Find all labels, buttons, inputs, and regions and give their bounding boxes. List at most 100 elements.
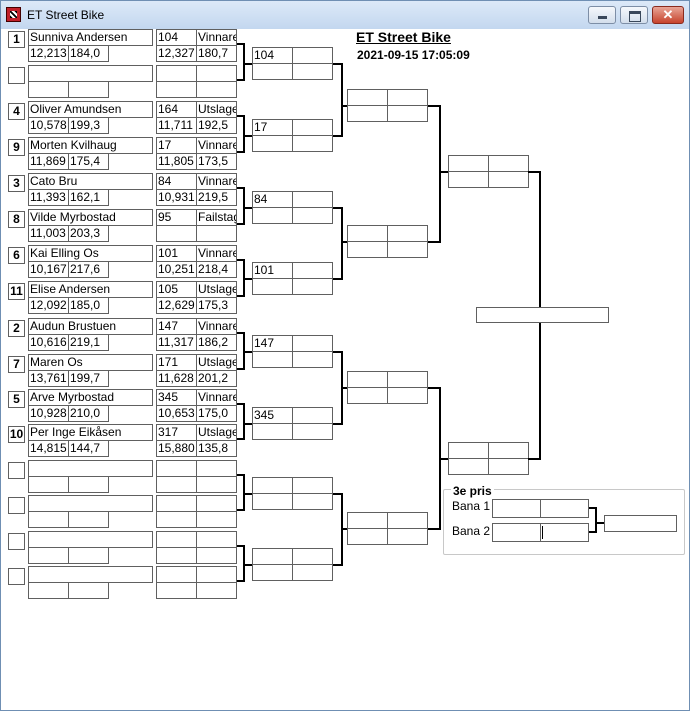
round2-field[interactable] <box>292 423 333 440</box>
rider-speed[interactable]: 210,0 <box>68 405 109 422</box>
rider-speed[interactable] <box>68 582 109 599</box>
rider-speed[interactable] <box>68 547 109 564</box>
run-status[interactable]: Vinnare <box>196 137 237 154</box>
run-speed[interactable]: 219,5 <box>196 189 237 206</box>
run-speed[interactable] <box>196 511 237 528</box>
rider-name[interactable] <box>28 566 153 583</box>
run-status[interactable]: Vinnare <box>196 173 237 190</box>
rider-speed[interactable]: 199,7 <box>68 370 109 387</box>
rider-time[interactable]: 10,616 <box>28 334 69 351</box>
rider-time[interactable]: 11,869 <box>28 153 69 170</box>
round2-field[interactable] <box>292 335 333 352</box>
round2-field[interactable] <box>252 351 293 368</box>
seed-number[interactable]: 3 <box>8 175 25 192</box>
rider-speed[interactable]: 219,1 <box>68 334 109 351</box>
run-speed[interactable]: 201,2 <box>196 370 237 387</box>
round2-rider[interactable] <box>252 548 293 565</box>
round2-field[interactable] <box>292 207 333 224</box>
run-speed[interactable]: 192,5 <box>196 117 237 134</box>
rider-name[interactable] <box>28 65 153 82</box>
round2-field[interactable] <box>252 207 293 224</box>
lane-2-field-b[interactable] <box>540 523 589 542</box>
seed-number[interactable] <box>8 497 25 514</box>
semifinal-field[interactable] <box>488 171 529 188</box>
run-status[interactable] <box>196 566 237 583</box>
run-speed[interactable]: 173,5 <box>196 153 237 170</box>
round3-field[interactable] <box>347 105 388 122</box>
round2-field[interactable] <box>252 493 293 510</box>
run-id[interactable]: 164 <box>156 101 197 118</box>
run-time[interactable] <box>156 582 197 599</box>
run-speed[interactable]: 186,2 <box>196 334 237 351</box>
app-icon[interactable] <box>6 7 21 22</box>
round2-field[interactable] <box>292 135 333 152</box>
run-status[interactable] <box>196 460 237 477</box>
seed-number[interactable]: 7 <box>8 356 25 373</box>
round3-rider[interactable] <box>347 225 388 242</box>
seed-number[interactable]: 4 <box>8 103 25 120</box>
seed-number[interactable]: 6 <box>8 247 25 264</box>
rider-speed[interactable] <box>68 81 109 98</box>
run-time[interactable]: 10,653 <box>156 405 197 422</box>
title-bar[interactable]: ET Street Bike ✕ <box>1 1 689 29</box>
round3-field[interactable] <box>387 528 428 545</box>
run-id[interactable]: 84 <box>156 173 197 190</box>
rider-name[interactable] <box>28 460 153 477</box>
run-id[interactable]: 345 <box>156 389 197 406</box>
round3-field[interactable] <box>387 225 428 242</box>
run-id[interactable] <box>156 495 197 512</box>
round2-field[interactable] <box>252 278 293 295</box>
semifinal-field[interactable] <box>488 442 529 459</box>
rider-name[interactable]: Arve Myrbostad <box>28 389 153 406</box>
lane-1-field[interactable] <box>492 499 541 518</box>
run-status[interactable]: Failstage <box>196 209 237 226</box>
run-id[interactable] <box>156 460 197 477</box>
run-time[interactable] <box>156 547 197 564</box>
rider-time[interactable] <box>28 582 69 599</box>
rider-time[interactable] <box>28 547 69 564</box>
run-speed[interactable] <box>196 476 237 493</box>
run-speed[interactable]: 175,3 <box>196 297 237 314</box>
run-id[interactable]: 17 <box>156 137 197 154</box>
run-id[interactable]: 147 <box>156 318 197 335</box>
seed-number[interactable]: 5 <box>8 391 25 408</box>
rider-name[interactable]: Morten Kvilhaug <box>28 137 153 154</box>
semifinal-field[interactable] <box>448 458 489 475</box>
round2-field[interactable] <box>252 63 293 80</box>
round2-field[interactable] <box>252 135 293 152</box>
run-id[interactable]: 105 <box>156 281 197 298</box>
semifinal-rider[interactable] <box>448 155 489 172</box>
run-status[interactable]: Vinnare <box>196 389 237 406</box>
rider-speed[interactable]: 162,1 <box>68 189 109 206</box>
rider-name[interactable]: Elise Andersen <box>28 281 153 298</box>
round2-rider[interactable]: 345 <box>252 407 293 424</box>
run-speed[interactable]: 218,4 <box>196 261 237 278</box>
rider-time[interactable]: 14,815 <box>28 440 69 457</box>
run-speed[interactable]: 180,7 <box>196 45 237 62</box>
run-id[interactable] <box>156 65 197 82</box>
semifinal-field[interactable] <box>488 458 529 475</box>
rider-speed[interactable]: 217,6 <box>68 261 109 278</box>
rider-time[interactable]: 10,928 <box>28 405 69 422</box>
round2-rider[interactable] <box>252 477 293 494</box>
seed-number[interactable] <box>8 568 25 585</box>
round3-field[interactable] <box>347 241 388 258</box>
run-id[interactable]: 104 <box>156 29 197 46</box>
rider-time[interactable]: 10,578 <box>28 117 69 134</box>
semifinal-field[interactable] <box>488 155 529 172</box>
rider-speed[interactable]: 199,3 <box>68 117 109 134</box>
minimize-button[interactable] <box>588 6 616 24</box>
round2-rider[interactable]: 104 <box>252 47 293 64</box>
round3-field[interactable] <box>387 512 428 529</box>
run-speed[interactable]: 135,8 <box>196 440 237 457</box>
seed-number[interactable]: 10 <box>8 426 25 443</box>
seed-number[interactable] <box>8 462 25 479</box>
round3-field[interactable] <box>387 105 428 122</box>
maximize-button[interactable] <box>620 6 648 24</box>
run-time[interactable] <box>156 511 197 528</box>
round2-field[interactable] <box>292 63 333 80</box>
semifinal-rider[interactable] <box>448 442 489 459</box>
run-time[interactable] <box>156 476 197 493</box>
round2-field[interactable] <box>292 564 333 581</box>
run-speed[interactable] <box>196 582 237 599</box>
